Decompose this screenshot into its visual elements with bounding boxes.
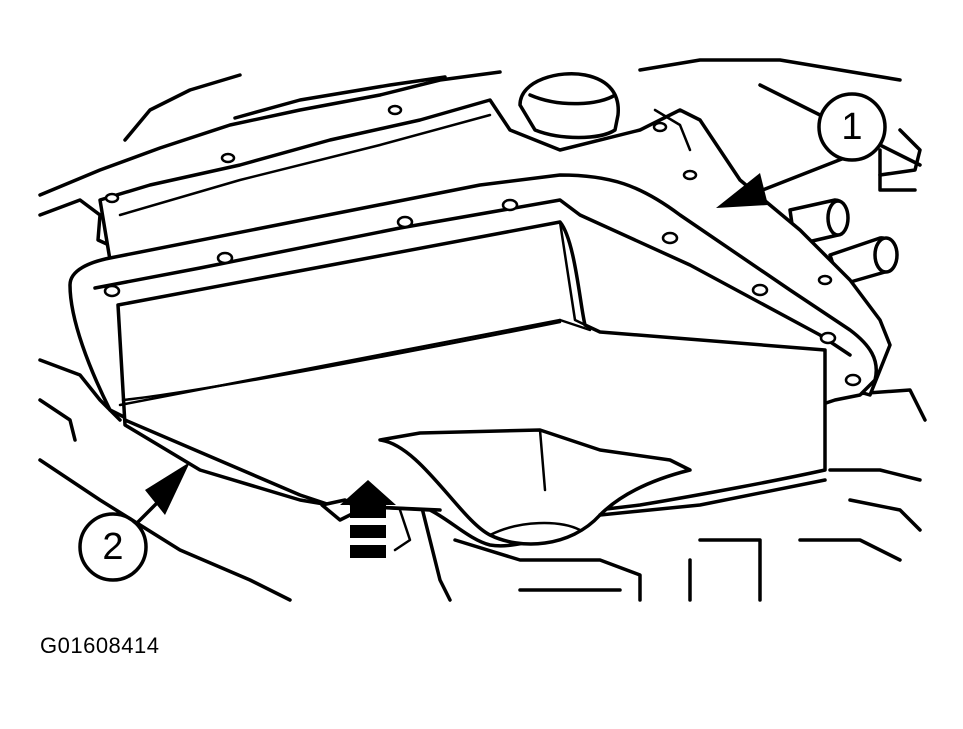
- callout-2-label: 2: [102, 526, 123, 568]
- bolt: [216, 251, 234, 265]
- bolt: [396, 215, 414, 229]
- bolt: [103, 284, 121, 298]
- filler-cap: [518, 72, 620, 140]
- figure-code: G01608414: [40, 633, 160, 658]
- callout-1-label: 1: [841, 106, 862, 148]
- bolt: [751, 283, 769, 297]
- bolt: [652, 121, 668, 133]
- callout-1-circle: [817, 92, 887, 162]
- bolt: [501, 198, 519, 212]
- bolt: [844, 373, 862, 387]
- bolt: [817, 274, 833, 286]
- oil-pan: [68, 173, 878, 548]
- bolt: [819, 331, 837, 345]
- callout-1: 1: [716, 92, 887, 208]
- direction-up-arrow: [340, 480, 396, 558]
- bolt: [661, 231, 679, 245]
- bolt: [220, 152, 236, 164]
- callout-2-arrow: [145, 462, 190, 515]
- bolt: [682, 169, 698, 181]
- bolt: [387, 104, 403, 116]
- callout-2-circle: [78, 512, 148, 582]
- tube-fittings: [788, 198, 899, 287]
- callout-2: 2: [78, 462, 190, 582]
- bolt: [104, 192, 120, 204]
- callout-1-arrow: [716, 173, 768, 208]
- pan-bolts: [103, 104, 862, 387]
